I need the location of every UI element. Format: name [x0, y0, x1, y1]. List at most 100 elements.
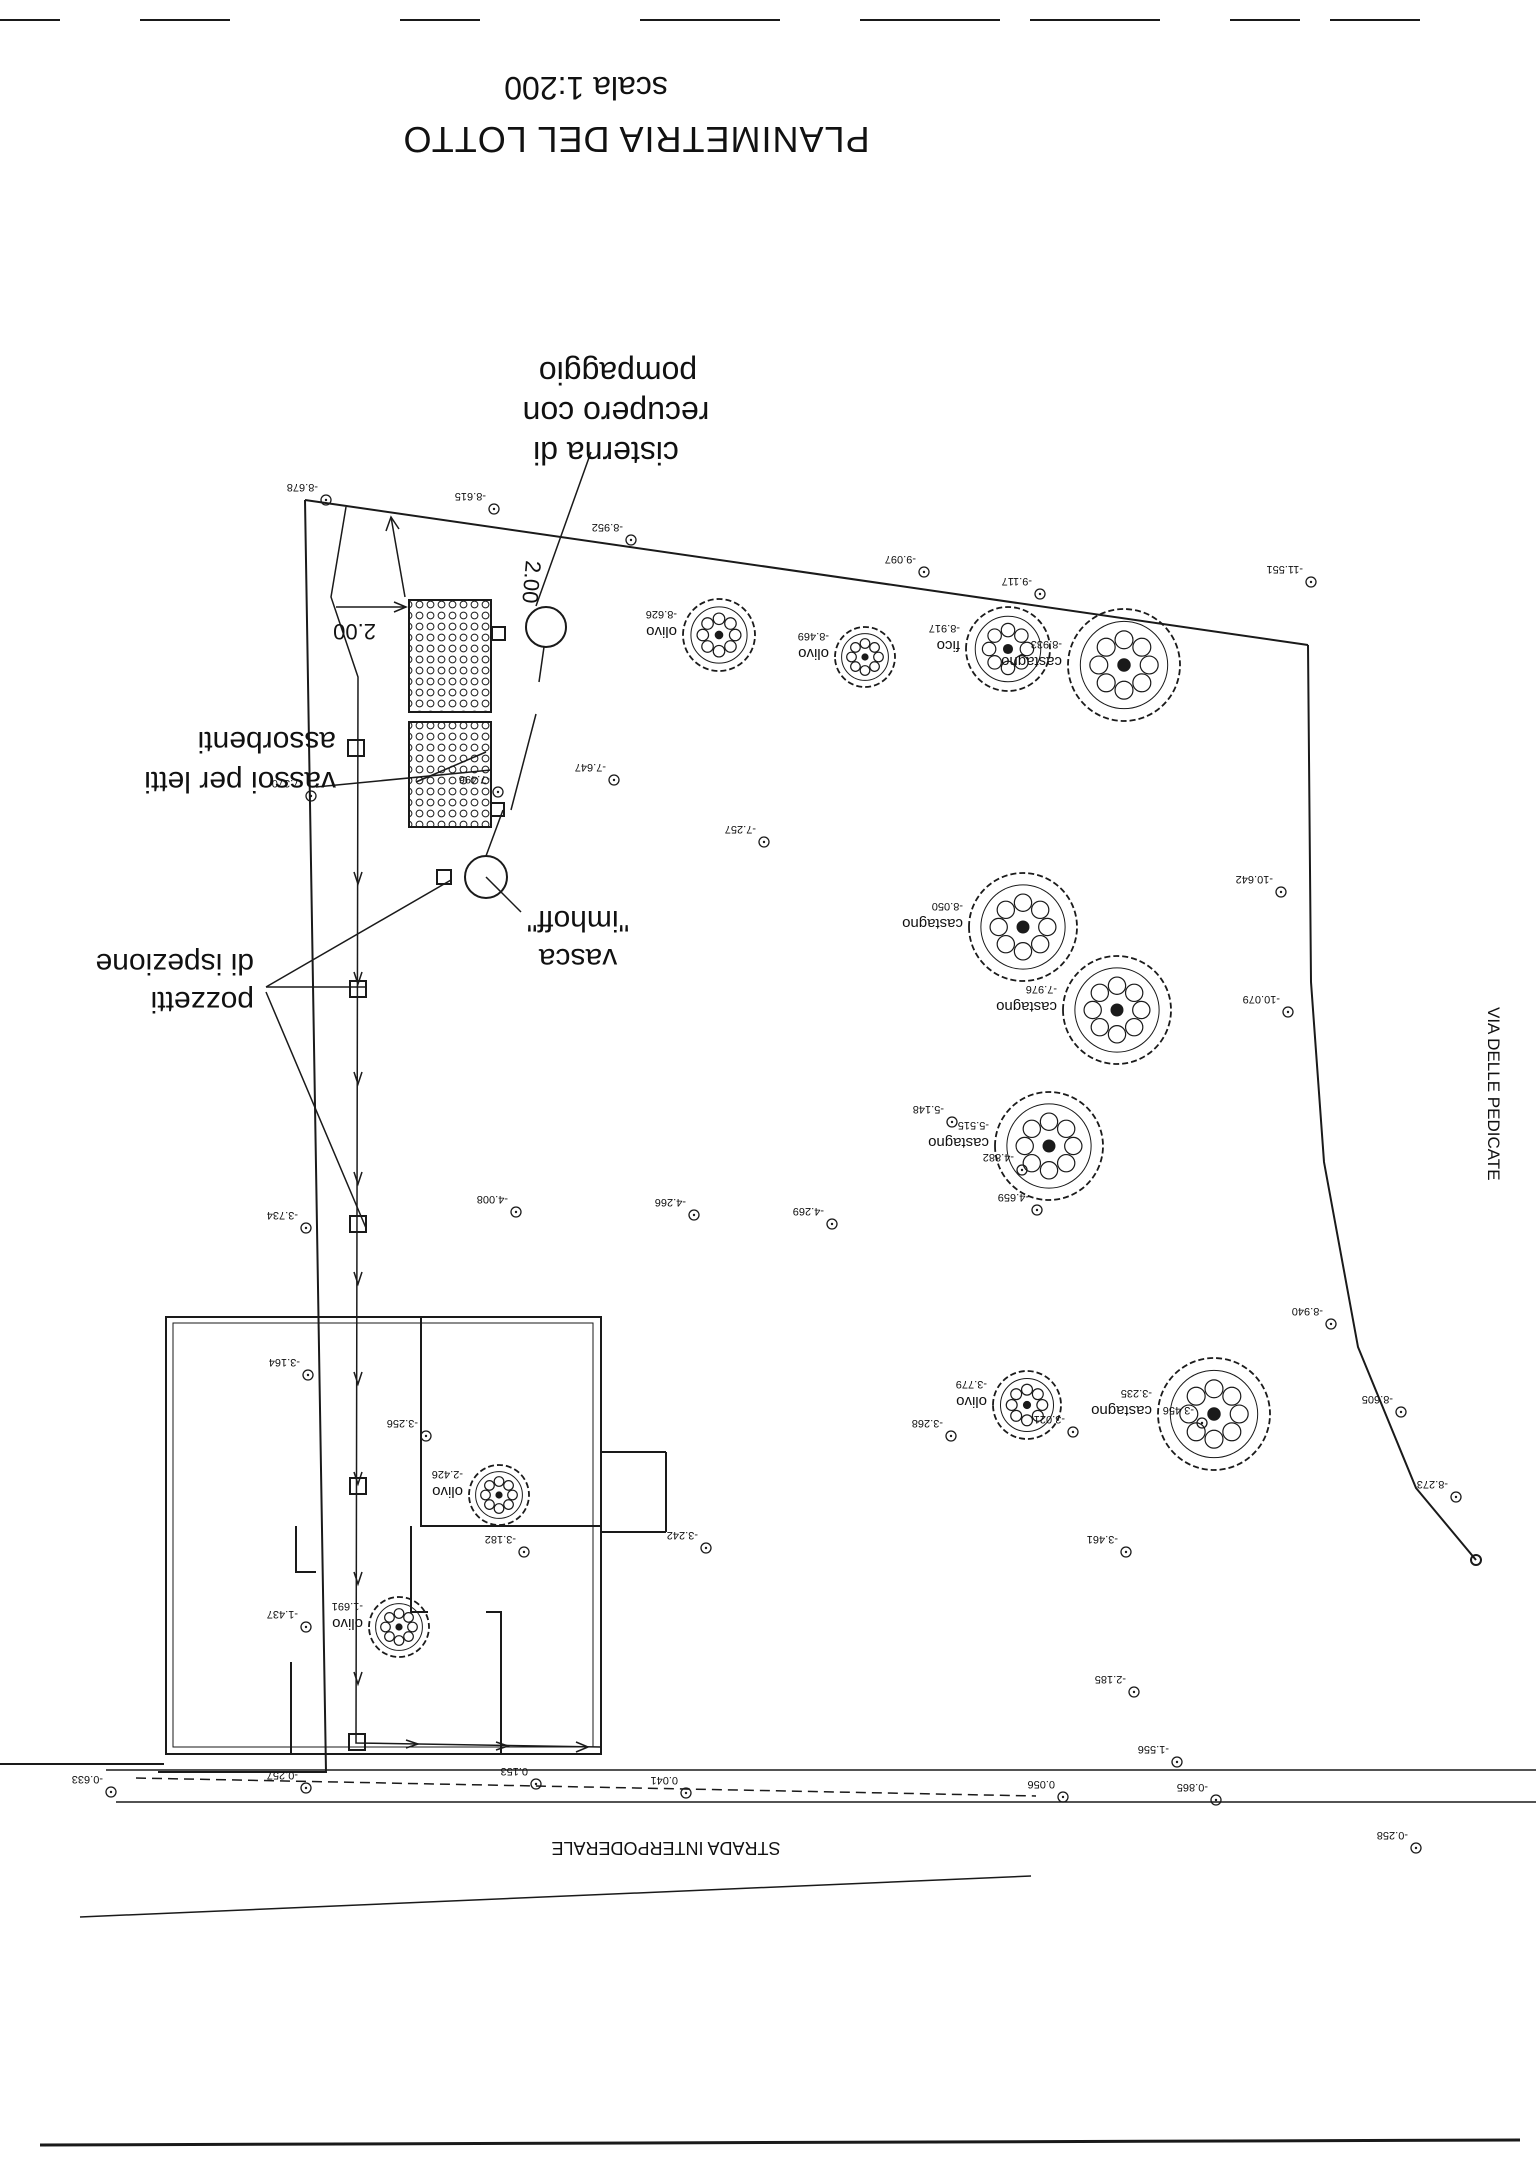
tree-elevation-label: -8.469: [798, 630, 829, 642]
tree-elevation-label: -3.779: [956, 1378, 987, 1390]
spot-elevation: -2.185: [1095, 1673, 1140, 1698]
cistern: [525, 606, 567, 648]
tree-name-label: castagno: [928, 1134, 989, 1151]
spot-elevation: -7.496: [459, 773, 504, 798]
spot-elevation: 0.056: [1027, 1778, 1069, 1803]
spot-elevation: -3.734: [267, 1209, 312, 1234]
spot-elevation-value: -10.079: [1243, 993, 1280, 1005]
spot-elevation: -8.605: [1362, 1393, 1407, 1418]
road-edges: [79, 1769, 1536, 1918]
absorbent-trays: [408, 599, 492, 828]
spot-elevation-value: -3.021: [1034, 1413, 1065, 1425]
tree-name-label: olivo: [646, 623, 677, 640]
building-footprint: [165, 1316, 667, 1755]
spot-elevation-value: -7.370: [272, 777, 303, 789]
spot-elevation-value: -1.556: [1138, 1743, 1169, 1755]
tree-name-label: castagno: [902, 915, 963, 932]
cistern-label-line: pompaggio: [539, 355, 697, 391]
olivo-tree-symbol: olivo -8.626: [646, 598, 756, 672]
spot-elevation-value: -10.642: [1236, 873, 1273, 885]
spot-elevation: -3.021: [1034, 1413, 1079, 1438]
spot-elevation: -3.461: [1087, 1533, 1132, 1558]
imhoff-label-line: vasca: [539, 942, 618, 975]
spot-elevation: -1.556: [1138, 1743, 1183, 1768]
olivo-tree-symbol: olivo -8.469: [798, 626, 896, 688]
annotation-imhoff: vasca "imhoff": [527, 904, 629, 975]
tree-elevation-label: -8.626: [646, 608, 677, 620]
spot-elevation: -8.678: [287, 481, 332, 506]
spot-elevation: -3.456: [1163, 1404, 1208, 1429]
tree-name-label: castagno: [1091, 1402, 1152, 1419]
spot-elevation: -8.615: [455, 490, 500, 515]
tree-elevation-label: -3.235: [1121, 1387, 1152, 1399]
dimension-horizontal: 2.00: [333, 619, 376, 644]
olivo-tree-symbol: olivo -2.426: [432, 1464, 530, 1526]
spot-elevation: -3.182: [485, 1533, 530, 1558]
spot-elevation-value: -11.551: [1267, 563, 1304, 575]
spot-elevation-value: -0.257: [267, 1769, 298, 1781]
spot-elevation-value: 0.041: [650, 1774, 678, 1786]
spot-elevation-value: -8.678: [287, 481, 318, 493]
spot-elevation: -4.008: [477, 1193, 522, 1218]
tree-name-label: olivo: [798, 645, 829, 662]
spot-elevations-layer: -8.678-8.615-8.952-9.097-9.117-11.551-7.…: [72, 481, 1462, 1854]
plan-title: PLANIMETRIA DEL LOTTO: [402, 119, 869, 160]
spot-elevation-value: -0.865: [1177, 1781, 1208, 1793]
olivo-tree-symbol: olivo -1.691: [332, 1596, 430, 1658]
spot-elevation-value: -5.148: [913, 1103, 944, 1115]
spot-elevation: 0.153: [500, 1765, 542, 1790]
spot-elevation: -0.633: [72, 1773, 117, 1798]
annotation-cistern: cisterna di recupero con pompaggio: [523, 355, 710, 471]
rotated-plan: PLANIMETRIA DEL LOTTO scala 1:200 VIA DE…: [0, 70, 1536, 1918]
spot-elevation: -7.370: [272, 777, 317, 802]
castagno-tree-symbol: castagno-5.515: [928, 1091, 1104, 1201]
spot-elevation: -3.268: [912, 1417, 957, 1442]
imhoff-label-line: "imhoff": [527, 904, 629, 937]
dimension-marks: [336, 515, 408, 613]
tree-name-label: castagno: [1001, 653, 1062, 670]
spot-elevation-value: -3.268: [912, 1417, 943, 1429]
tree-elevation-label: -2.426: [432, 1468, 463, 1480]
spot-elevation: -0.258: [1377, 1829, 1422, 1854]
olivo-tree-symbol: olivo -3.779: [956, 1370, 1062, 1440]
spot-elevation-value: -4.269: [793, 1205, 824, 1217]
castagno-tree-symbol: castagno-8.050: [902, 872, 1078, 982]
spot-elevation: -4.659: [998, 1191, 1043, 1216]
scan-margins: [0, 19, 1521, 2147]
trays-label-line: vassoi per letti: [144, 765, 336, 798]
spot-elevation: 0.041: [650, 1774, 692, 1799]
tree-elevation-label: -8.933: [1031, 638, 1062, 650]
tree-name-label: olivo: [956, 1393, 987, 1410]
tree-name-label: olivo: [432, 1483, 463, 1500]
tree-name-label: fico: [937, 637, 960, 654]
tree-name-label: olivo: [332, 1615, 363, 1632]
cistern-label-line: cisterna di: [533, 435, 679, 471]
spot-elevation: -11.551: [1267, 563, 1317, 588]
spot-elevation: -10.079: [1243, 993, 1294, 1018]
plan-scale: scala 1:200: [504, 70, 668, 106]
fico-tree-symbol: fico-8.917: [929, 606, 1051, 692]
spot-elevation-value: -7.647: [575, 761, 606, 773]
spot-elevation: -0.257: [267, 1769, 312, 1794]
annotation-trays: vassoi per letti assorbenti: [144, 725, 336, 798]
spot-elevation-value: -3.242: [667, 1529, 698, 1541]
via-label: VIA DELLE PEDICATE: [1484, 1007, 1503, 1181]
trays-label-line: assorbenti: [198, 725, 336, 758]
spot-elevation-value: -8.952: [592, 521, 623, 533]
spot-elevation-value: -4.008: [477, 1193, 508, 1205]
tree-name-label: castagno: [996, 998, 1057, 1015]
annotation-inspection: pozzetti di ispezione: [96, 947, 254, 1018]
tree-elevation-label: -7.976: [1026, 983, 1057, 995]
spot-elevation: -7.647: [575, 761, 620, 786]
spot-elevation-value: -0.258: [1377, 1829, 1408, 1841]
spot-elevation-value: -4.659: [998, 1191, 1029, 1203]
cistern-label-line: recupero con: [523, 395, 710, 431]
spot-elevation-value: -8.940: [1292, 1305, 1323, 1317]
tree-elevation-label: -1.691: [332, 1600, 363, 1612]
spot-elevation: -4.882: [983, 1151, 1028, 1176]
annotation-leaders: [265, 451, 592, 1229]
castagno-tree-symbol: castagno -8.933: [1001, 608, 1181, 722]
spot-elevation-value: -3.164: [269, 1356, 300, 1368]
spot-elevation: -8.273: [1417, 1478, 1462, 1503]
